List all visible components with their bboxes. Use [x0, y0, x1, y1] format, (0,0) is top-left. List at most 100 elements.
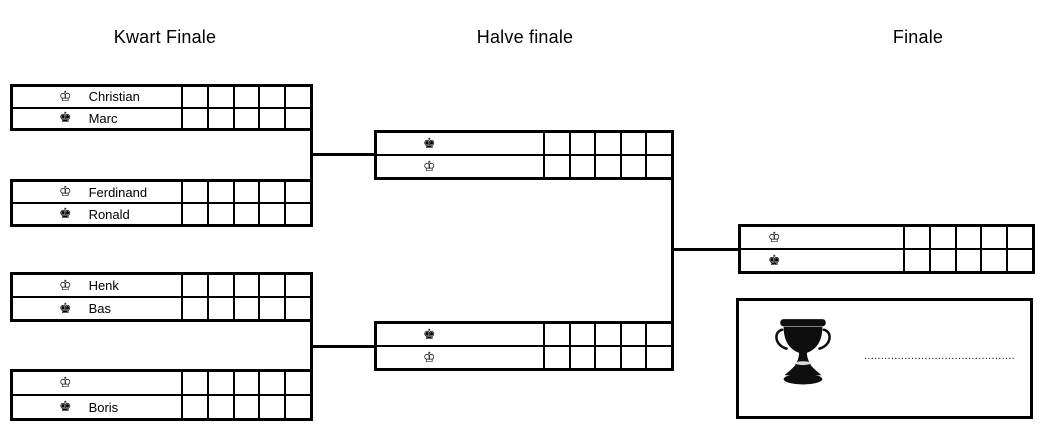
score-cell — [954, 250, 981, 271]
score-cell — [181, 298, 207, 319]
score-cell — [594, 133, 620, 154]
score-cell — [258, 275, 284, 296]
score-cell — [232, 372, 259, 394]
score-grid — [543, 133, 671, 154]
score-cell — [284, 275, 310, 296]
score-cell — [232, 182, 259, 202]
match-box-semifinal-2: ♚ ♔ — [374, 321, 674, 371]
score-cell — [206, 275, 233, 296]
white-king-icon: ♔ — [59, 88, 72, 105]
player-row: ♔ — [741, 227, 1032, 248]
player-row: ♚ Ronald — [13, 202, 310, 224]
round-header-semi-finals: Halve finale — [476, 27, 574, 47]
score-cell — [1006, 227, 1032, 248]
player-cell: ♔ — [377, 347, 543, 368]
connector-line — [671, 248, 738, 251]
black-king-icon: ♚ — [423, 326, 436, 343]
score-cell — [568, 324, 595, 345]
score-cell — [568, 347, 595, 368]
score-cell — [284, 108, 310, 128]
score-cell — [206, 372, 233, 394]
black-king-icon: ♚ — [423, 135, 436, 152]
match-box-quarterfinal-3: ♔ Henk ♚ Bas — [10, 272, 313, 322]
player-row: ♔ — [13, 372, 310, 394]
player-cell: ♚ — [377, 324, 543, 345]
score-grid — [181, 182, 310, 202]
player-row: ♚ Boris — [13, 394, 310, 418]
score-cell — [232, 275, 259, 296]
black-king-icon: ♚ — [59, 399, 72, 415]
match-box-semifinal-1: ♚ ♔ — [374, 130, 674, 180]
score-cell — [206, 298, 233, 319]
score-cell — [181, 372, 207, 394]
score-cell — [284, 396, 310, 418]
score-grid — [181, 204, 310, 224]
player-cell: ♔ — [377, 156, 543, 177]
score-cell — [284, 204, 310, 224]
score-cell — [568, 156, 595, 177]
score-cell — [980, 227, 1006, 248]
score-cell — [619, 156, 646, 177]
player-name: Marc — [88, 110, 118, 126]
white-king-icon: ♔ — [59, 184, 72, 200]
white-king-icon: ♔ — [423, 158, 436, 175]
match-box-final: ♔ ♚ — [738, 224, 1035, 274]
score-cell — [543, 324, 569, 345]
score-cell — [232, 298, 259, 319]
score-cell — [619, 347, 646, 368]
player-row: ♚ — [377, 324, 671, 345]
score-cell — [181, 182, 207, 202]
player-row: ♔ Henk — [13, 275, 310, 296]
player-name: Boris — [88, 399, 119, 415]
score-cell — [903, 250, 929, 271]
score-cell — [206, 204, 233, 224]
score-grid — [181, 108, 310, 128]
score-cell — [206, 396, 233, 418]
player-cell: ♚ — [377, 133, 543, 154]
player-cell: ♔ Christian — [13, 87, 181, 107]
score-grid — [181, 396, 310, 418]
score-cell — [181, 87, 207, 107]
player-cell: ♚ Marc — [13, 109, 181, 129]
score-grid — [543, 347, 671, 368]
score-cell — [543, 156, 569, 177]
player-cell: ♔ Ferdinand — [13, 182, 181, 202]
score-grid — [903, 250, 1032, 271]
player-row: ♚ — [741, 248, 1032, 271]
score-cell — [206, 87, 233, 107]
score-cell — [232, 396, 259, 418]
score-cell — [543, 347, 569, 368]
score-grid — [181, 275, 310, 296]
score-cell — [206, 108, 233, 128]
score-cell — [181, 108, 207, 128]
score-cell — [594, 156, 620, 177]
score-cell — [232, 204, 259, 224]
white-king-icon: ♔ — [59, 375, 72, 391]
score-cell — [543, 133, 569, 154]
score-cell — [568, 133, 595, 154]
player-cell: ♚ — [741, 250, 903, 271]
player-name: Ferdinand — [88, 184, 148, 200]
player-row: ♔ — [377, 154, 671, 177]
score-cell — [284, 182, 310, 202]
connector-line — [310, 153, 374, 156]
player-row: ♚ Marc — [13, 106, 310, 129]
player-cell: ♔ — [741, 227, 903, 248]
score-cell — [258, 396, 284, 418]
player-row: ♚ Bas — [13, 296, 310, 319]
score-cell — [284, 298, 310, 319]
score-cell — [619, 133, 646, 154]
score-cell — [645, 324, 671, 345]
black-king-icon: ♚ — [59, 110, 72, 127]
score-cell — [206, 182, 233, 202]
player-row: ♔ Christian — [13, 87, 310, 107]
black-king-icon: ♚ — [59, 206, 72, 222]
score-cell — [954, 227, 981, 248]
black-king-icon: ♚ — [59, 300, 72, 317]
player-cell: ♚ Boris — [13, 396, 181, 418]
score-cell — [594, 347, 620, 368]
score-cell — [258, 182, 284, 202]
player-row: ♚ — [377, 133, 671, 154]
black-king-icon: ♚ — [768, 252, 781, 269]
score-grid — [181, 87, 310, 107]
